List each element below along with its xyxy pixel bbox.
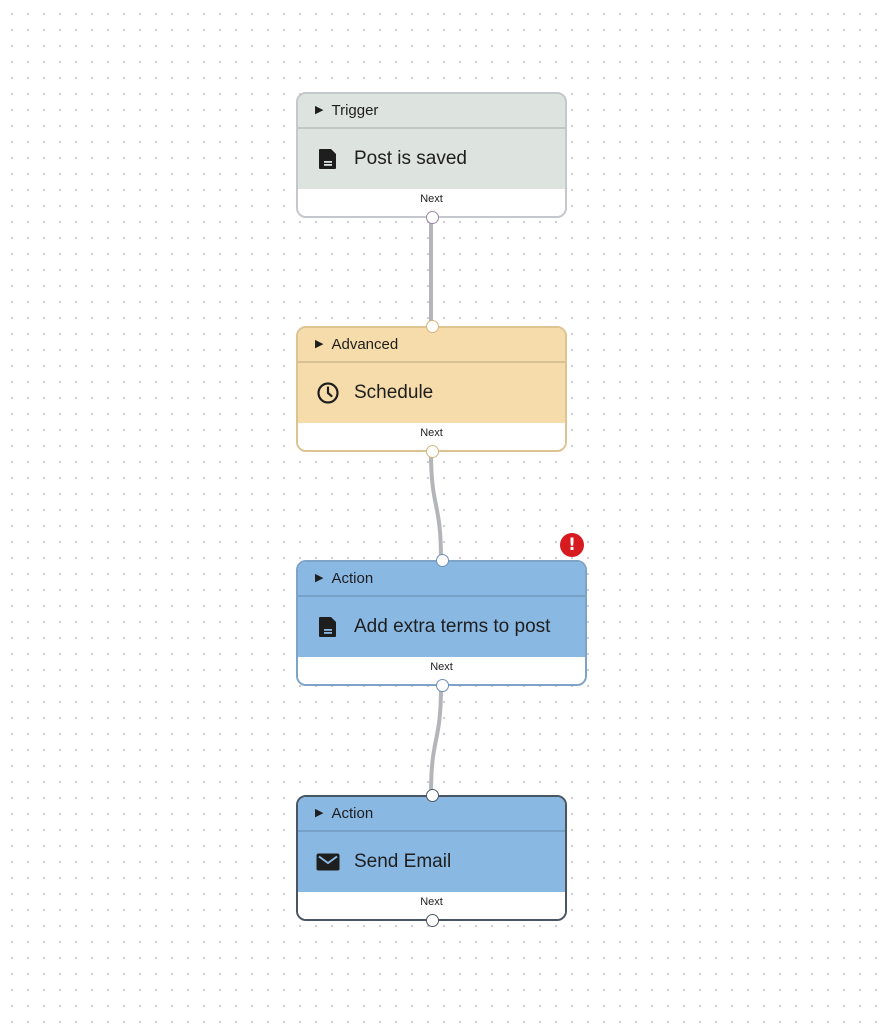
next-label: Next — [430, 661, 453, 673]
document-icon — [316, 615, 340, 639]
node-body[interactable]: Schedule — [298, 363, 565, 423]
node-body[interactable]: Add extra terms to post — [298, 597, 585, 657]
next-label: Next — [420, 896, 443, 908]
node-category-label: Action — [331, 805, 374, 822]
node-category-label: Trigger — [331, 102, 379, 119]
output-handle[interactable] — [425, 445, 439, 458]
node-category-label: Advanced — [331, 336, 399, 353]
node-header[interactable]: ▶ Trigger — [298, 94, 565, 129]
node-title: Send Email — [354, 851, 452, 872]
expand-caret-icon[interactable]: ▶ — [315, 338, 324, 350]
edge-schedule-to-add-terms[interactable] — [429, 451, 443, 561]
output-handle[interactable] — [425, 914, 439, 927]
node-title: Schedule — [354, 382, 434, 403]
input-handle[interactable] — [435, 554, 449, 567]
node-title: Post is saved — [354, 148, 467, 169]
node-header[interactable]: ▶ Action — [298, 797, 565, 832]
node-title: Add extra terms to post — [354, 616, 551, 637]
expand-caret-icon[interactable]: ▶ — [315, 104, 324, 116]
node-body[interactable]: Post is saved — [298, 129, 565, 189]
trigger-node[interactable]: ▶ Trigger Post is saved Next — [296, 92, 567, 224]
add-extra-terms-node[interactable]: ▶ Action Add extra terms to post Next ! — [296, 533, 587, 692]
clock-icon — [316, 381, 340, 405]
input-handle[interactable] — [425, 789, 439, 802]
email-icon — [316, 850, 340, 874]
output-handle[interactable] — [425, 211, 439, 224]
next-label: Next — [420, 193, 443, 205]
edge-add-terms-to-send-email[interactable] — [429, 685, 443, 795]
schedule-node[interactable]: ▶ Advanced Schedule Next — [296, 320, 567, 458]
output-handle[interactable] — [435, 679, 449, 692]
node-body[interactable]: Send Email — [298, 832, 565, 892]
expand-caret-icon[interactable]: ▶ — [315, 807, 324, 819]
node-header[interactable]: ▶ Action — [298, 562, 585, 597]
node-header[interactable]: ▶ Advanced — [298, 328, 565, 363]
next-label: Next — [420, 427, 443, 439]
expand-caret-icon[interactable]: ▶ — [315, 572, 324, 584]
node-category-label: Action — [331, 570, 374, 587]
document-icon — [316, 147, 340, 171]
error-alert-icon[interactable]: ! — [560, 533, 584, 557]
send-email-node[interactable]: ▶ Action Send Email Next — [296, 789, 567, 927]
input-handle[interactable] — [425, 320, 439, 333]
